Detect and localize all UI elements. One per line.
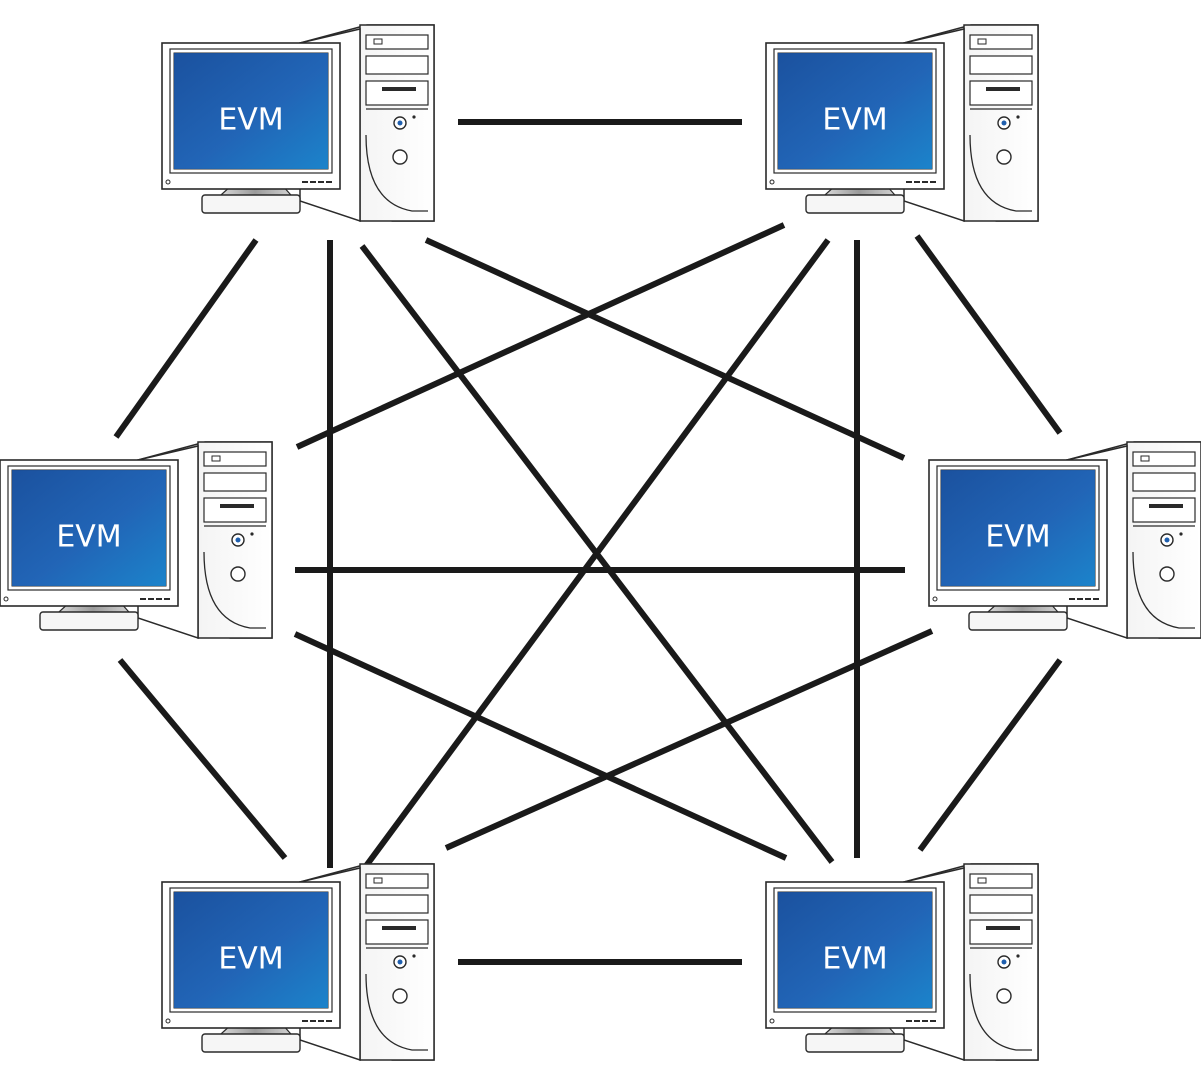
link-middle-right-to-bottom-left — [444, 628, 934, 851]
computer-node-bottom-left: EVM — [161, 863, 435, 1062]
link-middle-left-to-bottom-right — [293, 631, 788, 861]
screen-label-top-left: EVM — [218, 103, 283, 138]
screen-label-bottom-right: EVM — [822, 942, 887, 977]
link-top-left-to-middle-right — [424, 237, 906, 461]
computer-node-bottom-right: EVM — [765, 863, 1039, 1062]
screen-label-middle-right: EVM — [985, 520, 1050, 555]
link-top-left-to-middle-left — [113, 238, 259, 439]
screen-label-bottom-left: EVM — [218, 942, 283, 977]
computer-nodes: EVM EVM EVM EVM EVM EVM — [0, 24, 1201, 1062]
desktop-computer-icon — [161, 863, 435, 1062]
link-middle-right-to-bottom-right — [917, 658, 1063, 852]
computer-node-middle-left: EVM — [0, 441, 273, 640]
screen-label-middle-left: EVM — [56, 520, 121, 555]
desktop-computer-icon — [765, 24, 1039, 223]
computer-node-top-right: EVM — [765, 24, 1039, 223]
computer-node-middle-right: EVM — [928, 441, 1201, 640]
screen-label-top-right: EVM — [822, 103, 887, 138]
desktop-computer-icon — [928, 441, 1201, 640]
link-top-right-to-middle-left — [295, 222, 786, 450]
link-middle-left-to-bottom-left — [117, 658, 288, 860]
desktop-computer-icon — [0, 441, 273, 640]
desktop-computer-icon — [765, 863, 1039, 1062]
link-top-right-to-bottom-left — [363, 238, 831, 868]
desktop-computer-icon — [161, 24, 435, 223]
connection-lines — [113, 119, 1063, 965]
computer-node-top-left: EVM — [161, 24, 435, 223]
link-top-right-to-middle-right — [914, 234, 1063, 435]
